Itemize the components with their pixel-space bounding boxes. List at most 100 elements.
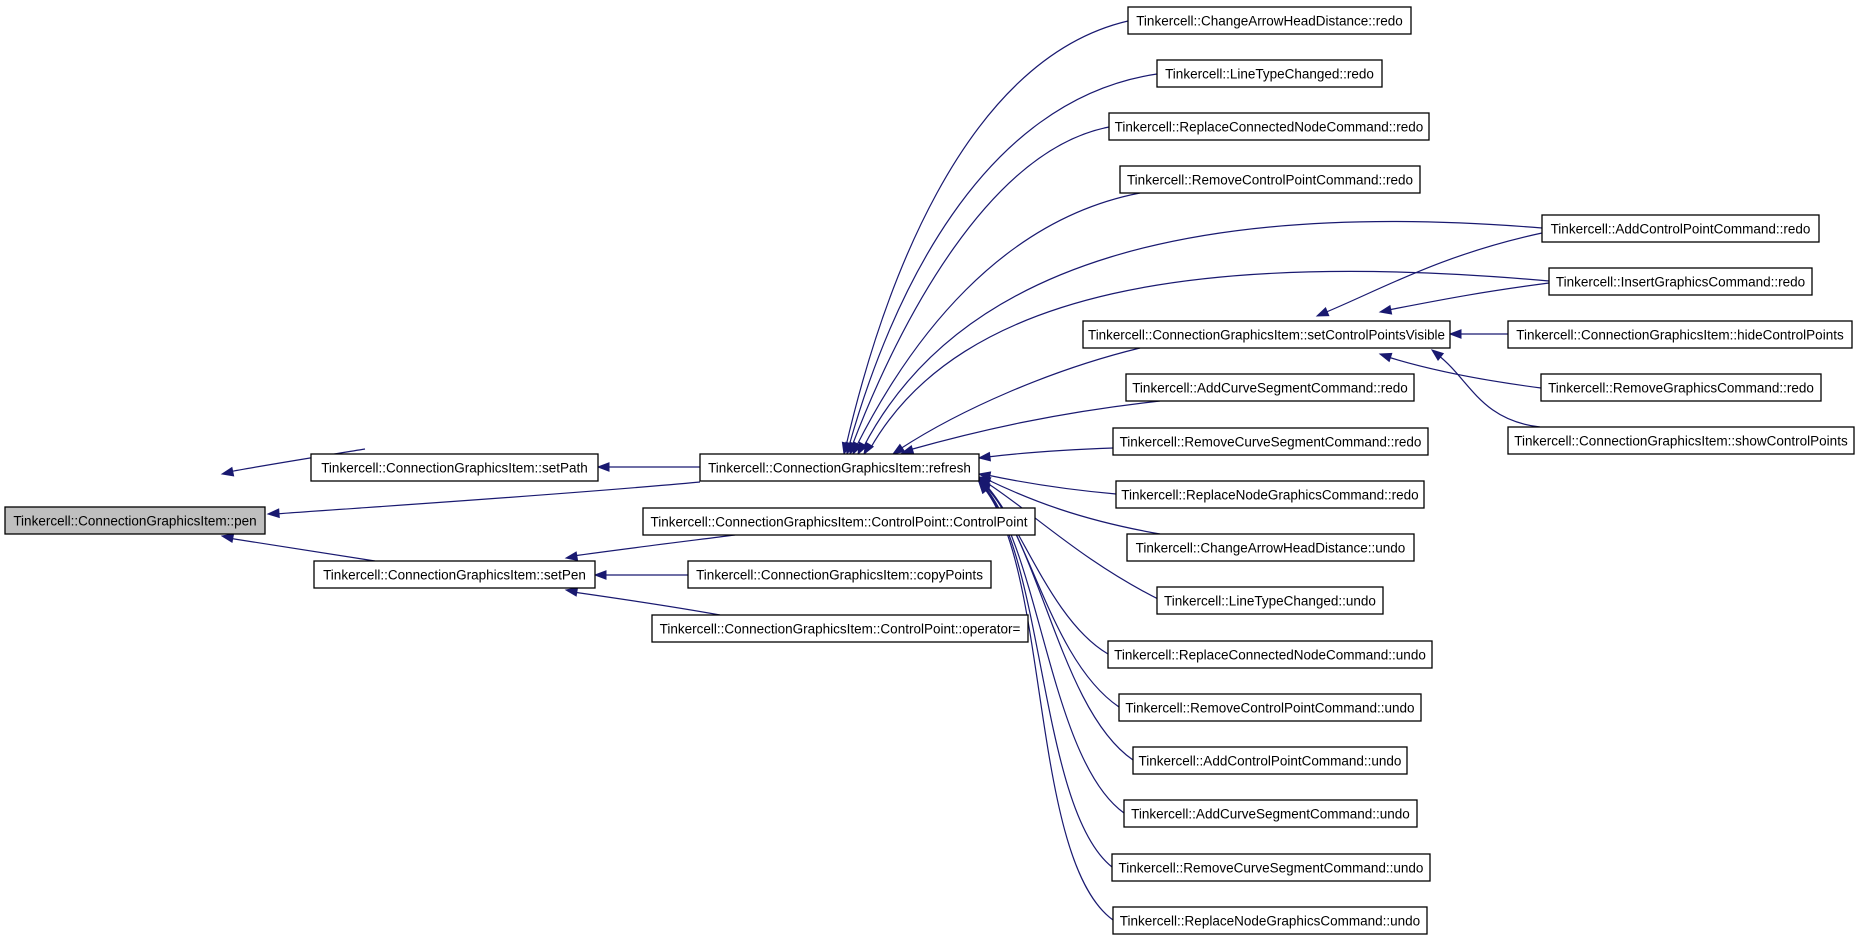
node-box-cahdRedo[interactable] [1127, 6, 1412, 35]
node-pen[interactable]: Tinkercell::ConnectionGraphicsItem::pen [4, 506, 266, 535]
edge-arrowhead-rcsRedo-to-refresh [977, 451, 992, 462]
node-setPath[interactable]: Tinkercell::ConnectionGraphicsItem::setP… [310, 453, 599, 482]
edge-rcnRedo-to-refresh [851, 126, 1110, 447]
node-box-setCPV[interactable] [1082, 320, 1451, 349]
edge-cpCtor-to-setPen [572, 534, 736, 557]
node-box-refresh[interactable] [699, 453, 980, 482]
node-label-refresh: Tinkercell::ConnectionGraphicsItem::refr… [708, 461, 971, 476]
node-label-copyPoints: Tinkercell::ConnectionGraphicsItem::copy… [696, 568, 983, 583]
node-box-cahdUndo[interactable] [1126, 533, 1415, 562]
edge-arrowhead-acpRedo-to-refresh [857, 441, 868, 456]
edge-refresh-to-pen [274, 481, 701, 515]
node-igRedo[interactable]: Tinkercell::InsertGraphicsCommand::redo [1548, 267, 1813, 296]
node-box-acpRedo[interactable] [1541, 214, 1820, 243]
node-setPen[interactable]: Tinkercell::ConnectionGraphicsItem::setP… [313, 560, 596, 589]
node-box-acsUndo[interactable] [1123, 799, 1418, 828]
node-box-ltcUndo[interactable] [1156, 586, 1384, 615]
node-label-cpOp: Tinkercell::ConnectionGraphicsItem::Cont… [660, 622, 1021, 637]
node-label-setPen: Tinkercell::ConnectionGraphicsItem::setP… [323, 568, 586, 583]
edge-acpRedo-to-refresh [862, 220, 1543, 449]
node-label-rcnUndo: Tinkercell::ReplaceConnectedNodeCommand:… [1114, 648, 1426, 663]
node-box-rgRedo[interactable] [1540, 373, 1822, 402]
node-cahdRedo[interactable]: Tinkercell::ChangeArrowHeadDistance::red… [1127, 6, 1412, 35]
node-box-rcnRedo[interactable] [1108, 112, 1430, 141]
node-rcsRedo[interactable]: Tinkercell::RemoveCurveSegmentCommand::r… [1112, 427, 1429, 456]
node-rcnUndo[interactable]: Tinkercell::ReplaceConnectedNodeCommand:… [1107, 640, 1433, 669]
node-rcpUndo[interactable]: Tinkercell::RemoveControlPointCommand::u… [1118, 693, 1422, 722]
node-acpUndo[interactable]: Tinkercell::AddControlPointCommand::undo [1132, 746, 1408, 775]
node-box-igRedo[interactable] [1548, 267, 1813, 296]
edge-arrowhead-copyPoints-to-setPen [593, 570, 607, 580]
node-box-showCP[interactable] [1507, 426, 1855, 455]
node-rngUndo[interactable]: Tinkercell::ReplaceNodeGraphicsCommand::… [1112, 906, 1428, 935]
edge-showCP-to-setCPV [1437, 354, 1541, 428]
edge-igRedo-to-setCPV [1387, 282, 1550, 311]
node-cahdUndo[interactable]: Tinkercell::ChangeArrowHeadDistance::und… [1126, 533, 1415, 562]
edge-cpOp-to-setPen [572, 591, 721, 616]
node-box-acpUndo[interactable] [1132, 746, 1408, 775]
node-label-ltcUndo: Tinkercell::LineTypeChanged::undo [1164, 594, 1376, 609]
edge-acsRedo-to-refresh [908, 400, 1161, 451]
edge-arrowhead-acpRedo-to-setCPV [1315, 307, 1330, 317]
node-box-rcpRedo[interactable] [1119, 165, 1421, 194]
edge-rngRedo-to-refresh [986, 474, 1117, 495]
node-box-cpCtor[interactable] [642, 507, 1036, 536]
node-ltcRedo[interactable]: Tinkercell::LineTypeChanged::redo [1156, 59, 1383, 88]
edge-arrowhead-rngUndo-to-refresh [978, 480, 991, 495]
edge-arrowhead-setPen-to-pen [220, 533, 235, 543]
edge-arrowhead-cpOp-to-setPen [564, 586, 579, 597]
edge-arrowhead-showCP-to-setCPV [1430, 349, 1445, 361]
node-box-rcpUndo[interactable] [1118, 693, 1422, 722]
node-rcpRedo[interactable]: Tinkercell::RemoveControlPointCommand::r… [1119, 165, 1421, 194]
node-label-rcnRedo: Tinkercell::ReplaceConnectedNodeCommand:… [1115, 120, 1424, 135]
edge-cahdRedo-to-refresh [845, 20, 1129, 447]
node-label-rngUndo: Tinkercell::ReplaceNodeGraphicsCommand::… [1120, 914, 1420, 929]
edge-ltcRedo-to-refresh [848, 73, 1158, 447]
node-acsRedo[interactable]: Tinkercell::AddCurveSegmentCommand::redo [1125, 373, 1415, 402]
edge-rcsUndo-to-refresh [983, 486, 1113, 868]
node-cpCtor[interactable]: Tinkercell::ConnectionGraphicsItem::Cont… [642, 507, 1036, 536]
node-rcnRedo[interactable]: Tinkercell::ReplaceConnectedNodeCommand:… [1108, 112, 1430, 141]
node-box-acsRedo[interactable] [1125, 373, 1415, 402]
edge-setPen-to-pen [227, 537, 376, 562]
node-box-cpOp[interactable] [651, 614, 1029, 643]
node-label-cpCtor: Tinkercell::ConnectionGraphicsItem::Cont… [651, 515, 1028, 530]
node-box-rngUndo[interactable] [1112, 906, 1428, 935]
node-acpRedo[interactable]: Tinkercell::AddControlPointCommand::redo [1541, 214, 1820, 243]
node-box-rcnUndo[interactable] [1107, 640, 1433, 669]
call-graph-nodes: Tinkercell::ConnectionGraphicsItem::penT… [4, 6, 1855, 935]
node-label-acsUndo: Tinkercell::AddCurveSegmentCommand::undo [1131, 807, 1410, 822]
node-copyPoints[interactable]: Tinkercell::ConnectionGraphicsItem::copy… [687, 560, 992, 589]
node-box-pen[interactable] [4, 506, 266, 535]
node-label-setCPV: Tinkercell::ConnectionGraphicsItem::setC… [1088, 328, 1445, 343]
edge-setCPV-to-refresh [899, 347, 1141, 450]
node-rngRedo[interactable]: Tinkercell::ReplaceNodeGraphicsCommand::… [1115, 480, 1425, 509]
node-refresh[interactable]: Tinkercell::ConnectionGraphicsItem::refr… [699, 453, 980, 482]
node-label-rcsRedo: Tinkercell::RemoveCurveSegmentCommand::r… [1120, 435, 1422, 450]
node-box-setPen[interactable] [313, 560, 596, 589]
node-box-setPath[interactable] [310, 453, 599, 482]
node-label-acpRedo: Tinkercell::AddControlPointCommand::redo [1551, 222, 1811, 237]
node-label-ltcRedo: Tinkercell::LineTypeChanged::redo [1165, 67, 1374, 82]
node-label-setPath: Tinkercell::ConnectionGraphicsItem::setP… [321, 461, 588, 476]
node-label-pen: Tinkercell::ConnectionGraphicsItem::pen [13, 514, 256, 529]
node-ltcUndo[interactable]: Tinkercell::LineTypeChanged::undo [1156, 586, 1384, 615]
node-hideCP[interactable]: Tinkercell::ConnectionGraphicsItem::hide… [1507, 320, 1853, 349]
node-showCP[interactable]: Tinkercell::ConnectionGraphicsItem::show… [1507, 426, 1855, 455]
node-cpOp[interactable]: Tinkercell::ConnectionGraphicsItem::Cont… [651, 614, 1029, 643]
node-rcsUndo[interactable]: Tinkercell::RemoveCurveSegmentCommand::u… [1111, 853, 1431, 882]
edge-ltcUndo-to-refresh [983, 480, 1161, 601]
node-setCPV[interactable]: Tinkercell::ConnectionGraphicsItem::setC… [1082, 320, 1451, 349]
node-box-rngRedo[interactable] [1115, 480, 1425, 509]
node-box-copyPoints[interactable] [687, 560, 992, 589]
node-label-rcpRedo: Tinkercell::RemoveControlPointCommand::r… [1127, 173, 1413, 188]
edge-arrowhead-setPath-to-pen [220, 466, 235, 477]
node-box-rcsUndo[interactable] [1111, 853, 1431, 882]
node-box-hideCP[interactable] [1507, 320, 1853, 349]
node-box-rcsRedo[interactable] [1112, 427, 1429, 456]
node-box-ltcRedo[interactable] [1156, 59, 1383, 88]
edge-arrowhead-refresh-to-setPath [596, 462, 610, 472]
node-rgRedo[interactable]: Tinkercell::RemoveGraphicsCommand::redo [1540, 373, 1822, 402]
node-acsUndo[interactable]: Tinkercell::AddCurveSegmentCommand::undo [1123, 799, 1418, 828]
